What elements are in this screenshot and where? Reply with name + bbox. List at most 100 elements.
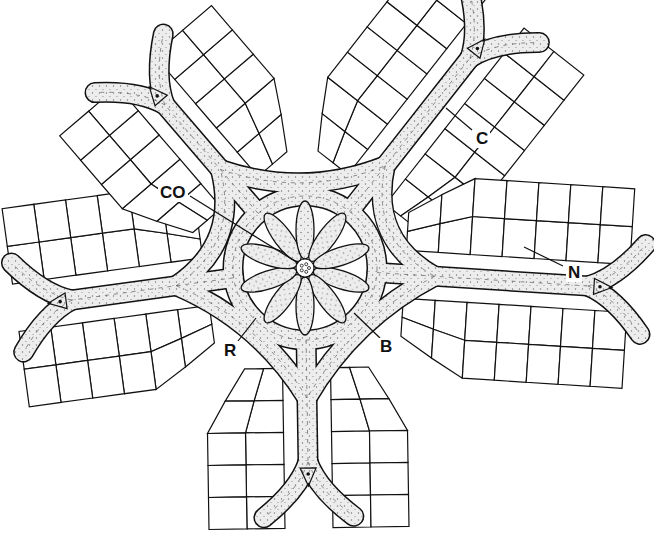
ganglion-dot xyxy=(155,94,159,98)
plate xyxy=(432,329,465,378)
part-label: C xyxy=(474,130,490,148)
leader-line xyxy=(524,247,563,266)
plate xyxy=(497,304,531,344)
ganglion-dot xyxy=(476,47,480,51)
plate xyxy=(66,196,103,238)
nerve-band xyxy=(72,278,234,300)
plate xyxy=(387,0,437,25)
central-petals xyxy=(238,201,371,335)
plate xyxy=(465,302,499,342)
plate xyxy=(102,229,139,271)
nerve-band-outline xyxy=(350,58,471,211)
plate xyxy=(600,187,634,227)
plate xyxy=(408,195,442,232)
nerve-band xyxy=(382,166,435,276)
ganglion-dot xyxy=(306,472,310,476)
leader-line xyxy=(190,196,298,263)
nerve-fibre xyxy=(220,166,385,183)
nerve-fibre xyxy=(377,273,588,286)
plate xyxy=(534,52,584,101)
leader-line xyxy=(446,108,472,130)
ganglion-dot xyxy=(598,285,602,289)
plate xyxy=(24,365,61,407)
plate xyxy=(225,369,263,402)
nerve-band-outline xyxy=(382,166,435,276)
plate xyxy=(371,494,410,527)
plate xyxy=(360,399,408,431)
ganglion-triangle xyxy=(48,293,67,309)
part-label: CO xyxy=(158,184,188,202)
plate xyxy=(590,348,624,388)
plate xyxy=(568,185,602,225)
plate xyxy=(566,223,600,263)
mouth-rosette xyxy=(308,267,311,270)
ganglion-triangle xyxy=(149,87,167,106)
plate xyxy=(473,179,507,219)
leader-line xyxy=(238,318,256,341)
plate xyxy=(119,352,156,394)
plate xyxy=(34,200,71,242)
nerve-bands xyxy=(11,0,645,518)
plate xyxy=(401,317,434,358)
ganglion-triangle xyxy=(300,468,316,486)
nerve-fibre xyxy=(306,340,308,462)
nerve-band xyxy=(220,166,385,183)
plate xyxy=(2,204,39,246)
plate xyxy=(470,217,504,257)
plate xyxy=(502,219,536,259)
plate xyxy=(134,229,171,267)
skeletal-plates xyxy=(2,0,635,530)
mouth-rosette xyxy=(300,264,303,267)
plate xyxy=(407,0,457,1)
plate xyxy=(370,462,409,495)
plate xyxy=(181,324,214,367)
plate xyxy=(462,340,496,380)
ganglion-triangle xyxy=(594,278,613,294)
nerve-fibre xyxy=(233,196,377,340)
part-label: B xyxy=(378,338,394,356)
nerve-fibre xyxy=(350,58,471,211)
plate xyxy=(208,465,247,498)
plate xyxy=(246,432,285,465)
petal-loop xyxy=(311,239,372,274)
plate xyxy=(209,497,248,530)
nerve-band-outline xyxy=(220,166,385,183)
mouth-rosette xyxy=(305,270,308,273)
plate xyxy=(332,431,371,464)
plate xyxy=(88,356,125,398)
leader-lines xyxy=(190,108,563,341)
plate xyxy=(558,346,592,386)
plate xyxy=(561,309,595,349)
plate xyxy=(494,342,528,382)
plate xyxy=(208,433,247,466)
plate xyxy=(56,360,93,402)
plate xyxy=(505,181,539,221)
plate xyxy=(526,344,560,384)
part-label: N xyxy=(566,264,582,282)
plate xyxy=(529,306,563,346)
plate xyxy=(114,314,151,356)
plate xyxy=(537,183,571,223)
plate xyxy=(208,401,255,434)
plate xyxy=(183,6,233,55)
mouth-rosette xyxy=(300,269,303,272)
plate xyxy=(151,338,185,389)
ganglion-triangle xyxy=(467,39,484,58)
mouth-ring xyxy=(296,259,314,277)
plate xyxy=(440,179,475,224)
plate xyxy=(350,367,389,399)
plate xyxy=(370,430,409,463)
plate xyxy=(71,233,108,275)
nerve-fibre xyxy=(382,166,435,276)
plate xyxy=(82,318,119,360)
leader-line xyxy=(354,313,380,338)
nerve-fibre xyxy=(72,278,234,300)
part-label: R xyxy=(222,342,238,360)
mouth-rosette xyxy=(305,263,308,266)
plate xyxy=(39,238,76,280)
ganglion-dot xyxy=(58,300,62,304)
plate xyxy=(60,111,110,160)
nerve-band xyxy=(350,58,471,211)
